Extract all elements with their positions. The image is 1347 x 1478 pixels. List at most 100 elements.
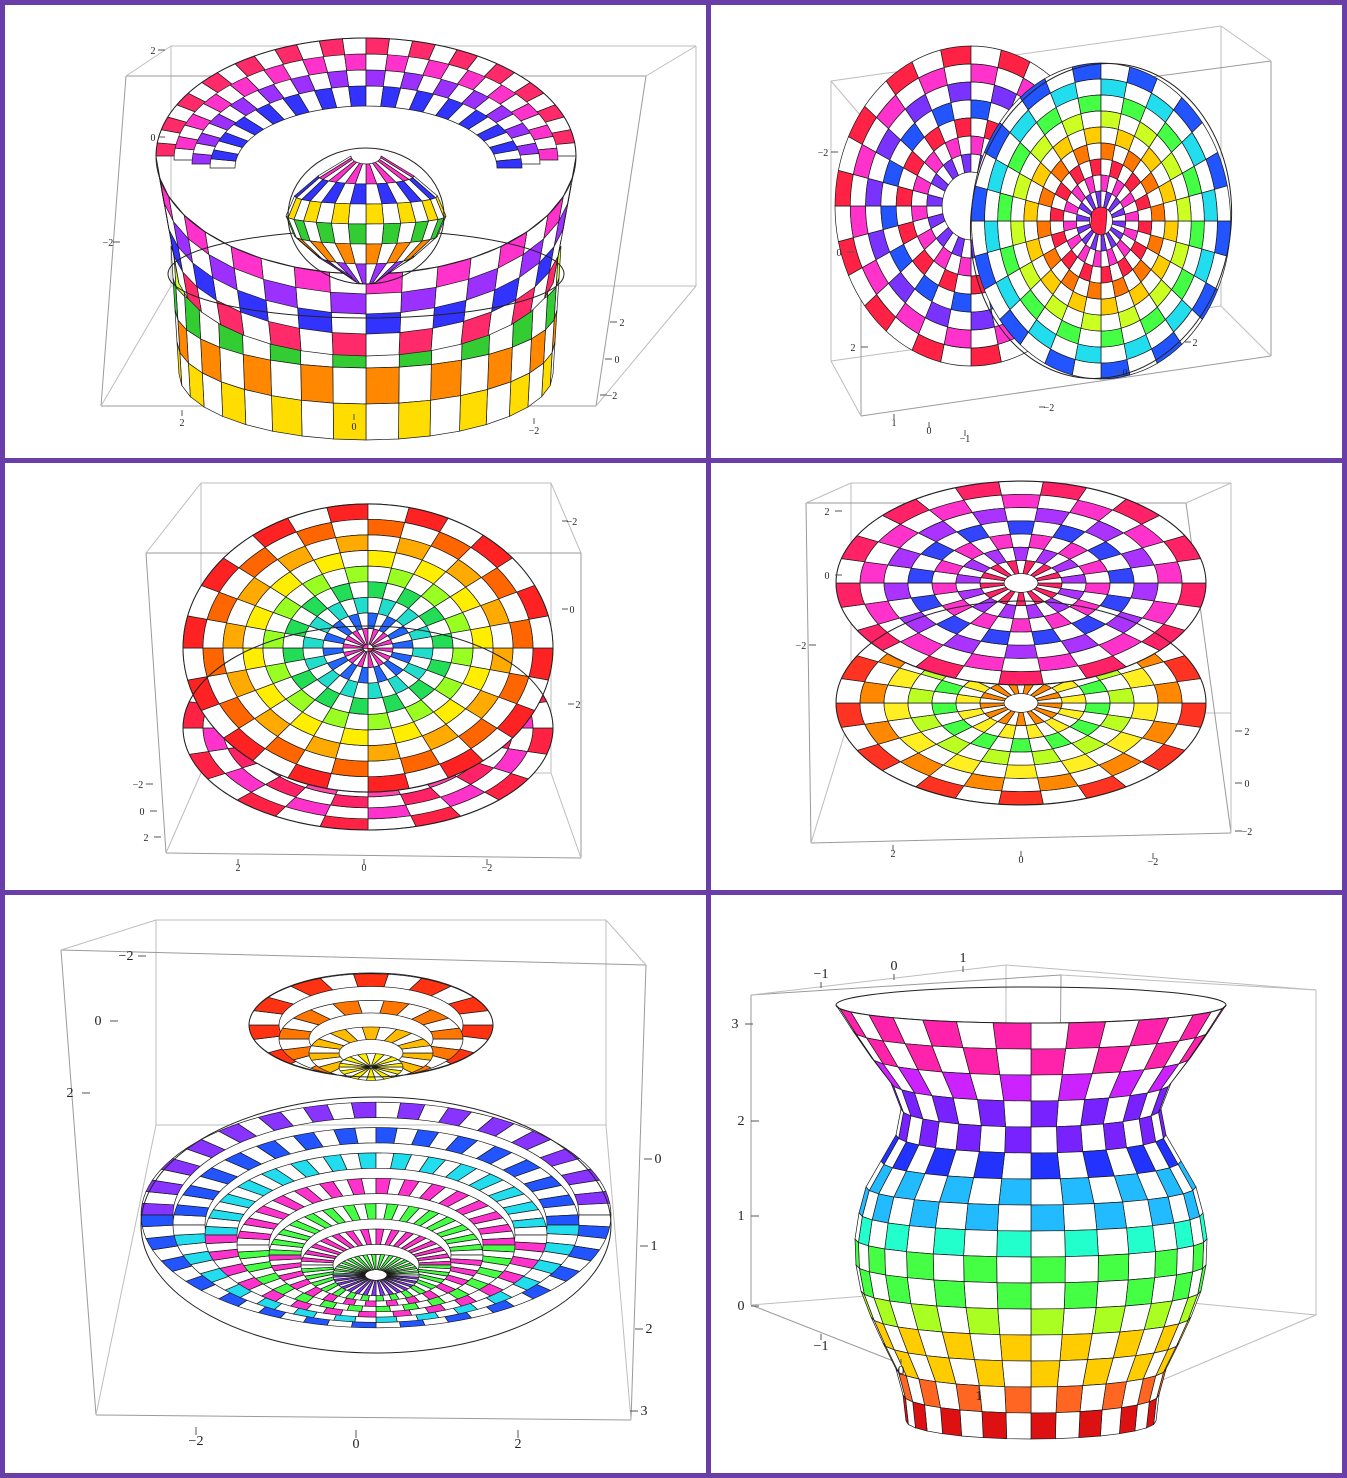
axis-tick-label-bottom: 0 [353, 1437, 360, 1452]
surface-cell [348, 85, 367, 107]
surface-cell [998, 480, 1044, 496]
surface-cell [1004, 644, 1038, 659]
bounding-box-edge [60, 919, 157, 951]
surface-cell [429, 395, 461, 437]
surface-cell [365, 366, 400, 405]
surface-cell [262, 647, 286, 667]
axis-tick-label-left: 3 [732, 1017, 739, 1032]
surface-cell [1064, 1229, 1099, 1258]
surface-cell [955, 1123, 982, 1152]
surface-cell [1009, 533, 1033, 548]
surface-cell [1064, 1255, 1099, 1284]
surface-cell [1056, 1151, 1089, 1180]
axis-tick-label-left: 2 [67, 1086, 74, 1101]
surface-cell [1001, 494, 1041, 509]
bounding-box-edge [830, 360, 862, 417]
surface-cell [331, 332, 367, 357]
surface-cell [969, 1333, 1003, 1362]
surface-cell [335, 534, 369, 554]
surface-disks [182, 503, 554, 831]
surface-cell [1030, 1204, 1065, 1232]
surface-cell [375, 1127, 398, 1144]
surface-cell [1003, 1100, 1032, 1128]
axis-tick-label-right: 2 [646, 1322, 653, 1337]
axis-tick-label-right: 0 [570, 605, 575, 616]
surface-sphere [285, 147, 447, 285]
surface-cell [1030, 1178, 1064, 1206]
surface-cell [1055, 1385, 1084, 1414]
surface-cell [459, 389, 488, 432]
surface-cell [450, 629, 474, 649]
surface-cell [1102, 1121, 1127, 1151]
axis-tick-label-left: 0 [738, 1299, 745, 1314]
surface-disks [834, 45, 1233, 380]
surface-cell [1030, 1412, 1057, 1440]
surface-cell [999, 1334, 1032, 1362]
surface-cell [1061, 1307, 1097, 1336]
surface-cell [963, 1255, 998, 1284]
bounding-box-edge [645, 45, 697, 77]
bounding-box-edge [1185, 482, 1232, 504]
surface-cell [1030, 1152, 1061, 1180]
bounding-box-edge [60, 949, 647, 966]
bounding-box-edge [805, 502, 812, 844]
surface-cell [963, 1229, 998, 1258]
surface-cell [1100, 296, 1119, 316]
axis-tick-label-top: 0 [891, 959, 898, 974]
surface-cell [354, 1127, 377, 1144]
surface-cell [1083, 126, 1102, 146]
bounding-box-edge [595, 75, 647, 407]
surface-cell [1009, 618, 1033, 633]
surface-cell [1122, 1199, 1154, 1229]
surface-cell [332, 366, 367, 405]
surface-cell [996, 1256, 1032, 1284]
surface-cell [981, 1411, 1007, 1440]
axis-tick-label-bottom: 1 [976, 1389, 983, 1404]
surface-cell [1030, 1334, 1063, 1362]
surface-cell [996, 1230, 1032, 1258]
surface-cell [1055, 1411, 1081, 1440]
surface-cell [335, 742, 369, 762]
surface-cell [271, 395, 303, 437]
surface-cell [908, 1199, 940, 1229]
surface-cell [1004, 507, 1038, 522]
vase-rim [835, 986, 1227, 1024]
surface-cell [489, 622, 514, 649]
surface-cell [1030, 1048, 1067, 1076]
axis-tick-label-left: 1 [738, 1209, 745, 1224]
surface-cell [1006, 520, 1036, 535]
surface-cell [381, 202, 402, 225]
surface-cell [398, 327, 434, 356]
surface-cell [998, 790, 1044, 806]
axis-tick-label-left: 0 [837, 248, 842, 259]
surface-cell [1004, 764, 1038, 779]
surface-cell [999, 1074, 1032, 1102]
surface-cell [577, 1214, 612, 1228]
axis-tick-label-left: −2 [133, 780, 144, 791]
surface-cell [140, 1214, 175, 1228]
surface-cell [883, 702, 912, 722]
surface-cell [978, 1125, 1006, 1154]
bounding-box-edge [550, 772, 582, 859]
surface-cell [545, 1214, 580, 1226]
surface-cell [1086, 142, 1102, 162]
surface-cell [1059, 1333, 1093, 1362]
axis-tick-label-bottom: 0 [898, 1364, 905, 1379]
surface-cell [963, 1281, 999, 1310]
axis-tick-label-bottom: 2 [515, 1437, 522, 1452]
surface-cell [1059, 1177, 1095, 1206]
surface-cell [935, 1121, 960, 1151]
surface-cell [1100, 110, 1122, 130]
surface-cell [460, 353, 490, 397]
surface-cell [1030, 1230, 1066, 1258]
surface-cell [1091, 1305, 1126, 1334]
surface-cone [248, 972, 494, 1081]
surface-cell [953, 117, 972, 139]
surface-cell [332, 402, 367, 441]
surface-cell [398, 399, 431, 440]
surface-cell [1097, 1253, 1130, 1282]
